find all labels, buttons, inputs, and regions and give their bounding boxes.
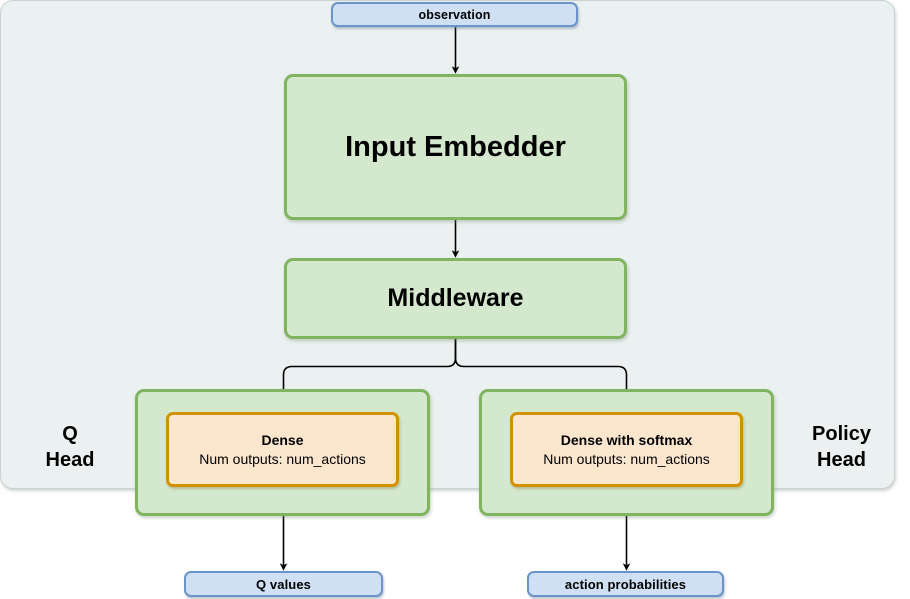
policy-head-side-label-line1: Policy [812,423,871,445]
node-observation[interactable]: observation [331,2,578,27]
policy-head-side-label-line2: Head [817,449,866,471]
q-head-side-label-line2: Head [45,449,95,471]
node-q-values[interactable]: Q values [184,571,383,597]
q-dense-title: Dense [261,431,304,448]
policy-dense-title: Dense with softmax [560,431,693,448]
node-middleware[interactable]: Middleware [284,258,627,339]
policy-head-side-label: Policy Head [784,421,899,473]
node-q-dense[interactable]: Dense Num outputs: num_actions [166,412,399,487]
node-policy-dense[interactable]: Dense with softmax Num outputs: num_acti… [510,412,743,487]
q-head-side-label: Q Head [20,421,120,473]
q-dense-subtitle: Num outputs: num_actions [199,450,366,467]
node-input-embedder[interactable]: Input Embedder [284,74,627,220]
node-action-probabilities[interactable]: action probabilities [527,571,724,597]
policy-dense-subtitle: Num outputs: num_actions [543,450,710,467]
q-head-side-label-line1: Q [62,423,78,445]
